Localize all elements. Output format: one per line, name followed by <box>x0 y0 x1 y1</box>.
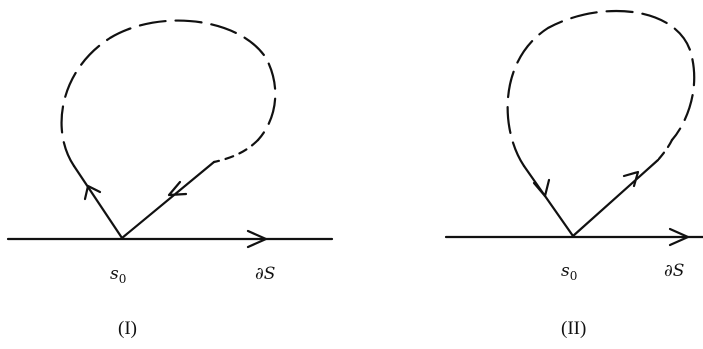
panel-caption: (II) <box>561 318 586 339</box>
outgoing-vector <box>571 158 660 238</box>
point-label: s0 <box>110 264 126 286</box>
panel-ii: s0 ∂S (II) <box>444 9 703 339</box>
dashed-loop-fine <box>656 138 674 162</box>
dashed-loop-fine <box>212 138 260 164</box>
outgoing-vector <box>72 164 124 240</box>
incoming-arrowhead <box>167 180 188 197</box>
incoming-vector <box>120 160 216 240</box>
boundary-label: ∂S <box>664 261 684 281</box>
point-label: s0 <box>561 261 577 283</box>
boundary-arrowhead <box>246 229 268 249</box>
boundary-label: ∂S <box>255 264 275 284</box>
incoming-vector <box>522 164 575 238</box>
dashed-loop <box>506 9 696 168</box>
dashed-loop <box>60 19 277 168</box>
boundary-arrowhead <box>668 227 690 247</box>
incoming-arrowhead <box>532 178 551 198</box>
panel-i: s0 ∂S (I) <box>6 19 334 339</box>
panel-caption: (I) <box>118 318 137 339</box>
outgoing-arrowhead <box>83 184 102 201</box>
outgoing-arrowhead <box>622 170 640 188</box>
